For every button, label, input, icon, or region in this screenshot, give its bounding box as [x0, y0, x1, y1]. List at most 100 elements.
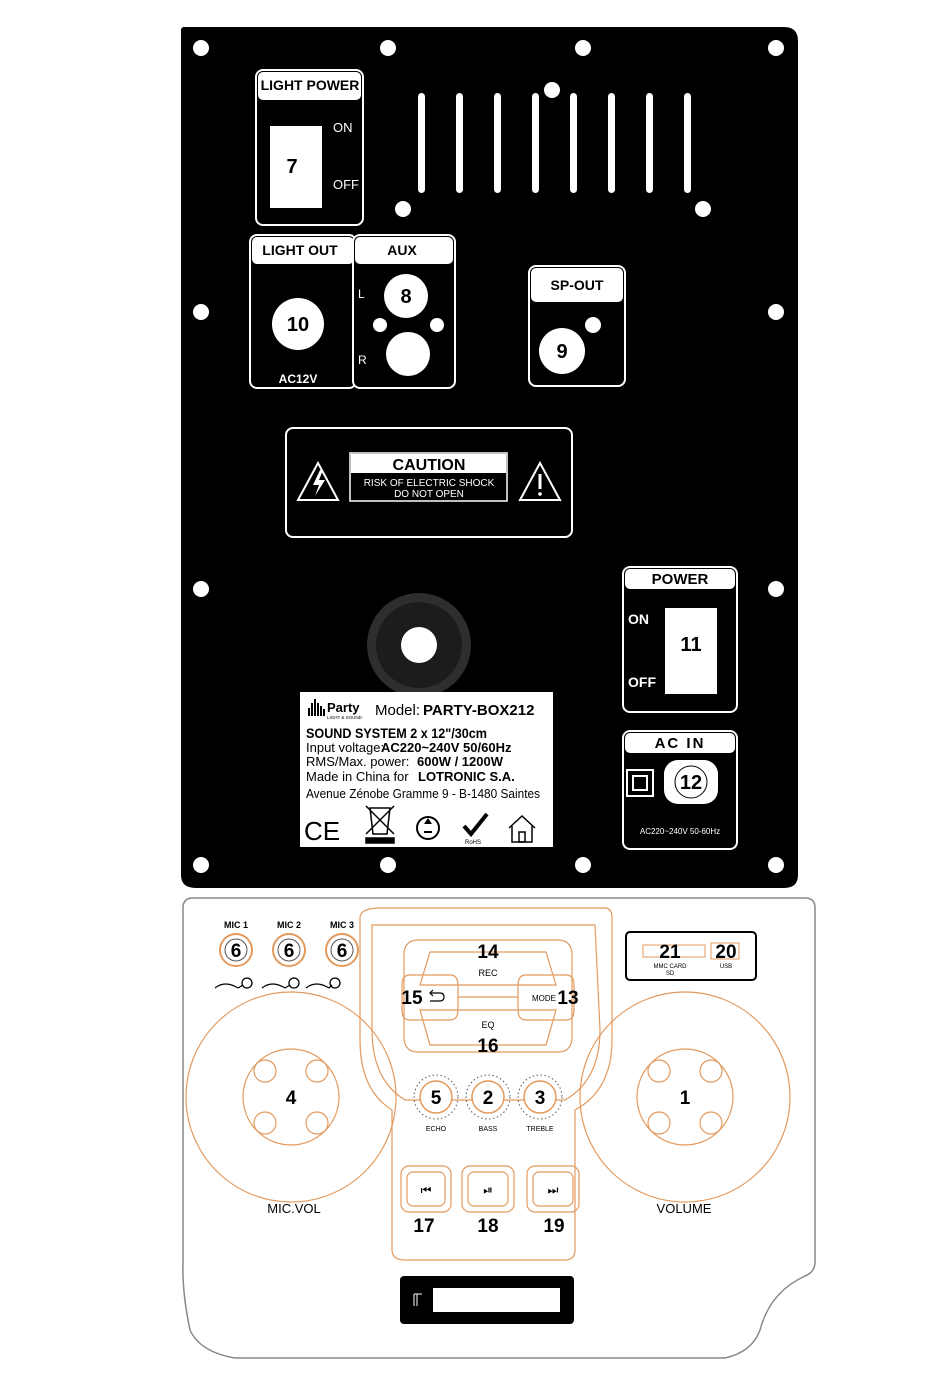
power-switch[interactable]: POWER 11 ON OFF [622, 566, 738, 713]
mic-volume-knob[interactable]: 4 MIC.VOL [185, 991, 397, 1216]
exclamation-warning-icon [518, 460, 562, 501]
party-logo-icon [308, 699, 325, 716]
input-voltage-value: AC220~240V 50/60Hz [381, 740, 512, 755]
control-cluster [403, 939, 573, 1053]
power-rocker[interactable] [665, 608, 717, 694]
light-out-socket[interactable]: LIGHT OUT 10 AC12V [249, 234, 357, 389]
treble-label: TREBLE [526, 1126, 554, 1133]
callout-21: 21 [659, 942, 681, 963]
volume-label: VOLUME [657, 1201, 712, 1216]
power-title: POWER [652, 571, 709, 588]
sd-card-slot[interactable]: 21 MMC CARD SD [642, 942, 706, 977]
next-icon: ⏭ [548, 1183, 559, 1197]
weee-bin-icon [365, 805, 395, 844]
microphone-icon [261, 977, 300, 989]
mounting-holes [193, 40, 784, 873]
mic-1-label: MIC 1 [224, 920, 248, 930]
sound-system-line: SOUND SYSTEM 2 x 12"/30cm [306, 725, 487, 741]
model-prefix: Model: [375, 702, 420, 719]
repeat-icon [429, 989, 445, 1002]
light-power-off-label: OFF [333, 177, 359, 192]
brand-name: Party [327, 700, 360, 715]
mic-vol-label: MIC.VOL [267, 1201, 320, 1216]
caution-label: CAUTION RISK OF ELECTRIC SHOCK DO NOT OP… [285, 427, 573, 538]
light-out-voltage: AC12V [279, 372, 318, 386]
light-power-switch[interactable]: LIGHT POWER 7 ON OFF [255, 69, 364, 226]
sd-card-label-1: MMC CARD [654, 964, 688, 970]
callout-18: 18 [477, 1216, 498, 1237]
light-out-title: LIGHT OUT [262, 242, 338, 258]
mic-input-1[interactable]: MIC 1 6 [214, 920, 253, 989]
rec-button[interactable]: 14 REC [419, 942, 557, 986]
echo-label: ECHO [426, 1126, 447, 1133]
next-button[interactable]: ⏭ 19 [526, 1165, 580, 1237]
microphone-icon [214, 977, 253, 989]
company-address: Avenue Zénobe Gramme 9 - B-1480 Saintes [306, 787, 540, 801]
aux-left-label: L [358, 287, 365, 301]
usb-port[interactable]: 20 USB [710, 942, 740, 970]
callout-6-mic1: 6 [231, 941, 242, 962]
callout-5: 5 [431, 1088, 442, 1109]
callout-7: 7 [286, 156, 297, 178]
previous-icon: ⏮ [421, 1183, 432, 1197]
callout-10: 10 [287, 314, 309, 336]
speaker-out-socket[interactable]: SP-OUT 9 [528, 265, 626, 387]
double-insulation-icon [626, 769, 654, 797]
rohs-label: RoHS [465, 840, 481, 846]
volume-knob[interactable]: 1 VOLUME [579, 991, 791, 1216]
play-pause-button[interactable]: ⏯ 18 [461, 1165, 515, 1237]
recycling-icon [416, 816, 440, 840]
ac-input-socket[interactable]: AC IN 12 AC220~240V 50-60Hz [622, 730, 738, 850]
mic-input-3[interactable]: MIC 3 6 [305, 920, 359, 989]
media-slots: 21 MMC CARD SD 20 USB [625, 931, 757, 981]
callout-16: 16 [477, 1036, 498, 1057]
rohs-check-icon: RoHS [462, 812, 489, 846]
brand-subtitle: LIGHT & SOUND [327, 715, 363, 720]
vent-slots [395, 82, 711, 217]
centre-housing [359, 907, 613, 1261]
play-pause-icon: ⏯ [483, 1183, 493, 1197]
light-power-title: LIGHT POWER [261, 77, 360, 93]
microphone-icon [305, 977, 341, 989]
echo-knob[interactable]: 5 ECHO [413, 1074, 459, 1133]
ac-in-rating: AC220~240V 50-60Hz [640, 827, 720, 836]
made-in-prefix: Made in China for [306, 769, 409, 784]
mic-3-label: MIC 3 [330, 920, 354, 930]
indoor-use-house-icon [508, 814, 536, 843]
callout-20: 20 [715, 942, 736, 963]
ce-mark-icon: CE [304, 816, 340, 846]
back-panel: LIGHT POWER 7 ON OFF LIGHT OUT 10 AC12V … [181, 27, 798, 888]
front-panel-outline [182, 897, 816, 1359]
callout-17: 17 [413, 1216, 434, 1237]
front-panel: MIC 1 6 MIC 2 6 MIC 3 6 [182, 897, 816, 1359]
model-name: PARTY-BOX212 [423, 702, 534, 719]
aux-right-label: R [358, 353, 367, 367]
mode-button[interactable]: MODE 13 [517, 974, 579, 1021]
aux-title: AUX [387, 242, 417, 258]
callout-3: 3 [535, 1088, 546, 1109]
callout-6-mic3: 6 [337, 941, 348, 962]
aux-input[interactable]: AUX 8 L R [352, 234, 456, 389]
treble-knob[interactable]: 3 TREBLE [517, 1074, 563, 1133]
company-name: LOTRONIC S.A. [418, 769, 515, 784]
bass-knob[interactable]: 2 BASS [465, 1074, 511, 1133]
callout-19: 19 [543, 1216, 564, 1237]
ir-sensor-icon [413, 1293, 422, 1306]
power-value: 600W / 1200W [417, 754, 504, 769]
callout-8: 8 [400, 286, 411, 308]
previous-button[interactable]: ⏮ 17 [400, 1165, 452, 1237]
repeat-button[interactable]: 15 [401, 974, 459, 1021]
mode-label: MODE [532, 994, 556, 1003]
rec-label: REC [478, 968, 498, 978]
callout-4: 4 [286, 1088, 297, 1109]
light-power-rocker[interactable] [270, 126, 322, 208]
callout-9: 9 [556, 341, 567, 363]
caution-title: CAUTION [393, 457, 466, 474]
speaker-grommet [367, 593, 471, 697]
eq-button[interactable]: EQ 16 [419, 1009, 557, 1057]
sp-out-title: SP-OUT [551, 277, 604, 293]
mic-input-2[interactable]: MIC 2 6 [261, 920, 306, 989]
power-on-label: ON [628, 611, 649, 627]
callout-1: 1 [680, 1088, 691, 1109]
